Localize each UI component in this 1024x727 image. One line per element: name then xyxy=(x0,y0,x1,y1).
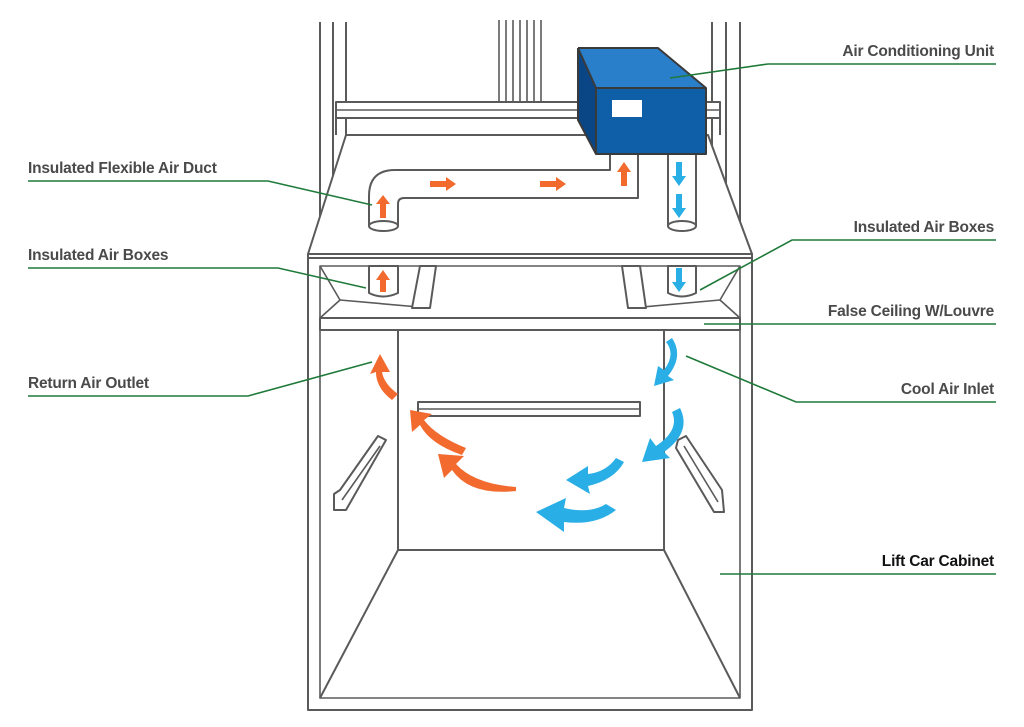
cool-air-arrow xyxy=(672,194,686,218)
warm-air-arrow xyxy=(617,162,631,186)
label-insulated-air-boxes-right: Insulated Air Boxes xyxy=(854,219,994,236)
label-lift-car-cabinet: Lift Car Cabinet xyxy=(882,553,994,570)
label-insulated-air-boxes-left: Insulated Air Boxes xyxy=(28,247,168,264)
labels: Air Conditioning Unit Insulated Flexible… xyxy=(28,43,995,570)
warm-air-arrow xyxy=(540,177,566,191)
cool-air-curved-arrow xyxy=(566,458,624,494)
left-handrail xyxy=(333,435,387,511)
label-insulated-flexible-air-duct: Insulated Flexible Air Duct xyxy=(28,160,217,177)
ac-unit-display-panel xyxy=(612,100,642,117)
warm-air-arrows xyxy=(370,162,631,492)
leader-lines xyxy=(28,63,996,575)
cool-air-arrow xyxy=(672,162,686,186)
cool-air-curved-arrow xyxy=(642,408,684,462)
cool-air-curved-arrow xyxy=(536,498,616,532)
label-return-air-outlet: Return Air Outlet xyxy=(28,375,149,392)
lift-car-cabin xyxy=(307,257,753,711)
cool-air-arrows xyxy=(536,162,686,532)
cool-air-curved-arrow xyxy=(654,338,678,386)
right-handrail xyxy=(675,435,725,513)
warm-air-arrow xyxy=(376,270,390,292)
false-ceiling-panel xyxy=(319,317,741,331)
warm-air-curved-arrow xyxy=(410,410,466,455)
label-air-conditioning-unit: Air Conditioning Unit xyxy=(842,43,994,60)
warm-air-curved-arrow xyxy=(370,354,398,400)
cool-air-arrow xyxy=(672,268,686,292)
cool-air-supply-duct xyxy=(667,149,697,232)
air-conditioning-unit xyxy=(577,47,707,155)
warm-air-arrow xyxy=(430,177,456,191)
label-cool-air-inlet: Cool Air Inlet xyxy=(901,381,994,398)
warm-air-arrow xyxy=(376,195,390,218)
warm-air-curved-arrow xyxy=(438,454,516,492)
label-false-ceiling: False Ceiling W/Louvre xyxy=(828,303,995,320)
